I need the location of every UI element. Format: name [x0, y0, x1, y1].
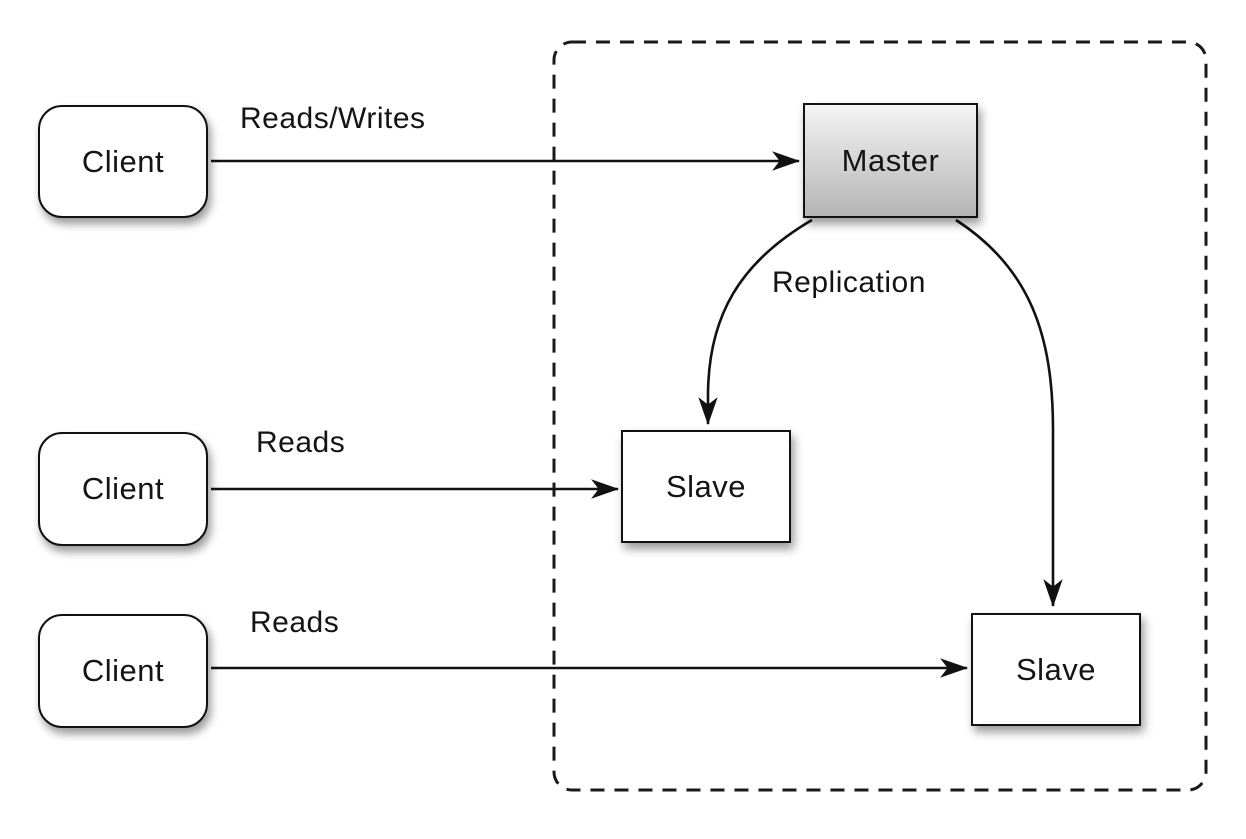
node-master: Master — [803, 103, 978, 218]
edge-label-reads-bottom: Reads — [250, 606, 340, 639]
node-client-middle: Client — [38, 432, 208, 546]
node-client-bottom: Client — [38, 614, 208, 728]
replication-group-boundary — [552, 40, 1208, 792]
replication-arrow-left — [698, 218, 813, 426]
node-slave-left-label: Slave — [665, 468, 747, 504]
replication-arrow-right — [955, 218, 1063, 608]
node-client-bottom-label: Client — [81, 653, 165, 688]
node-client-top-label: Client — [81, 143, 165, 179]
node-slave-right: Slave — [971, 613, 1141, 726]
node-client-middle-label: Client — [81, 471, 165, 506]
node-client-top: Client — [38, 105, 208, 218]
edge-label-reads-writes: Reads/Writes — [240, 102, 426, 135]
edge-label-replication: Replication — [772, 266, 926, 299]
node-slave-right-label: Slave — [1015, 651, 1097, 687]
node-slave-left: Slave — [621, 430, 791, 543]
edge-label-reads-middle: Reads — [256, 426, 346, 459]
node-master-label: Master — [841, 142, 940, 178]
